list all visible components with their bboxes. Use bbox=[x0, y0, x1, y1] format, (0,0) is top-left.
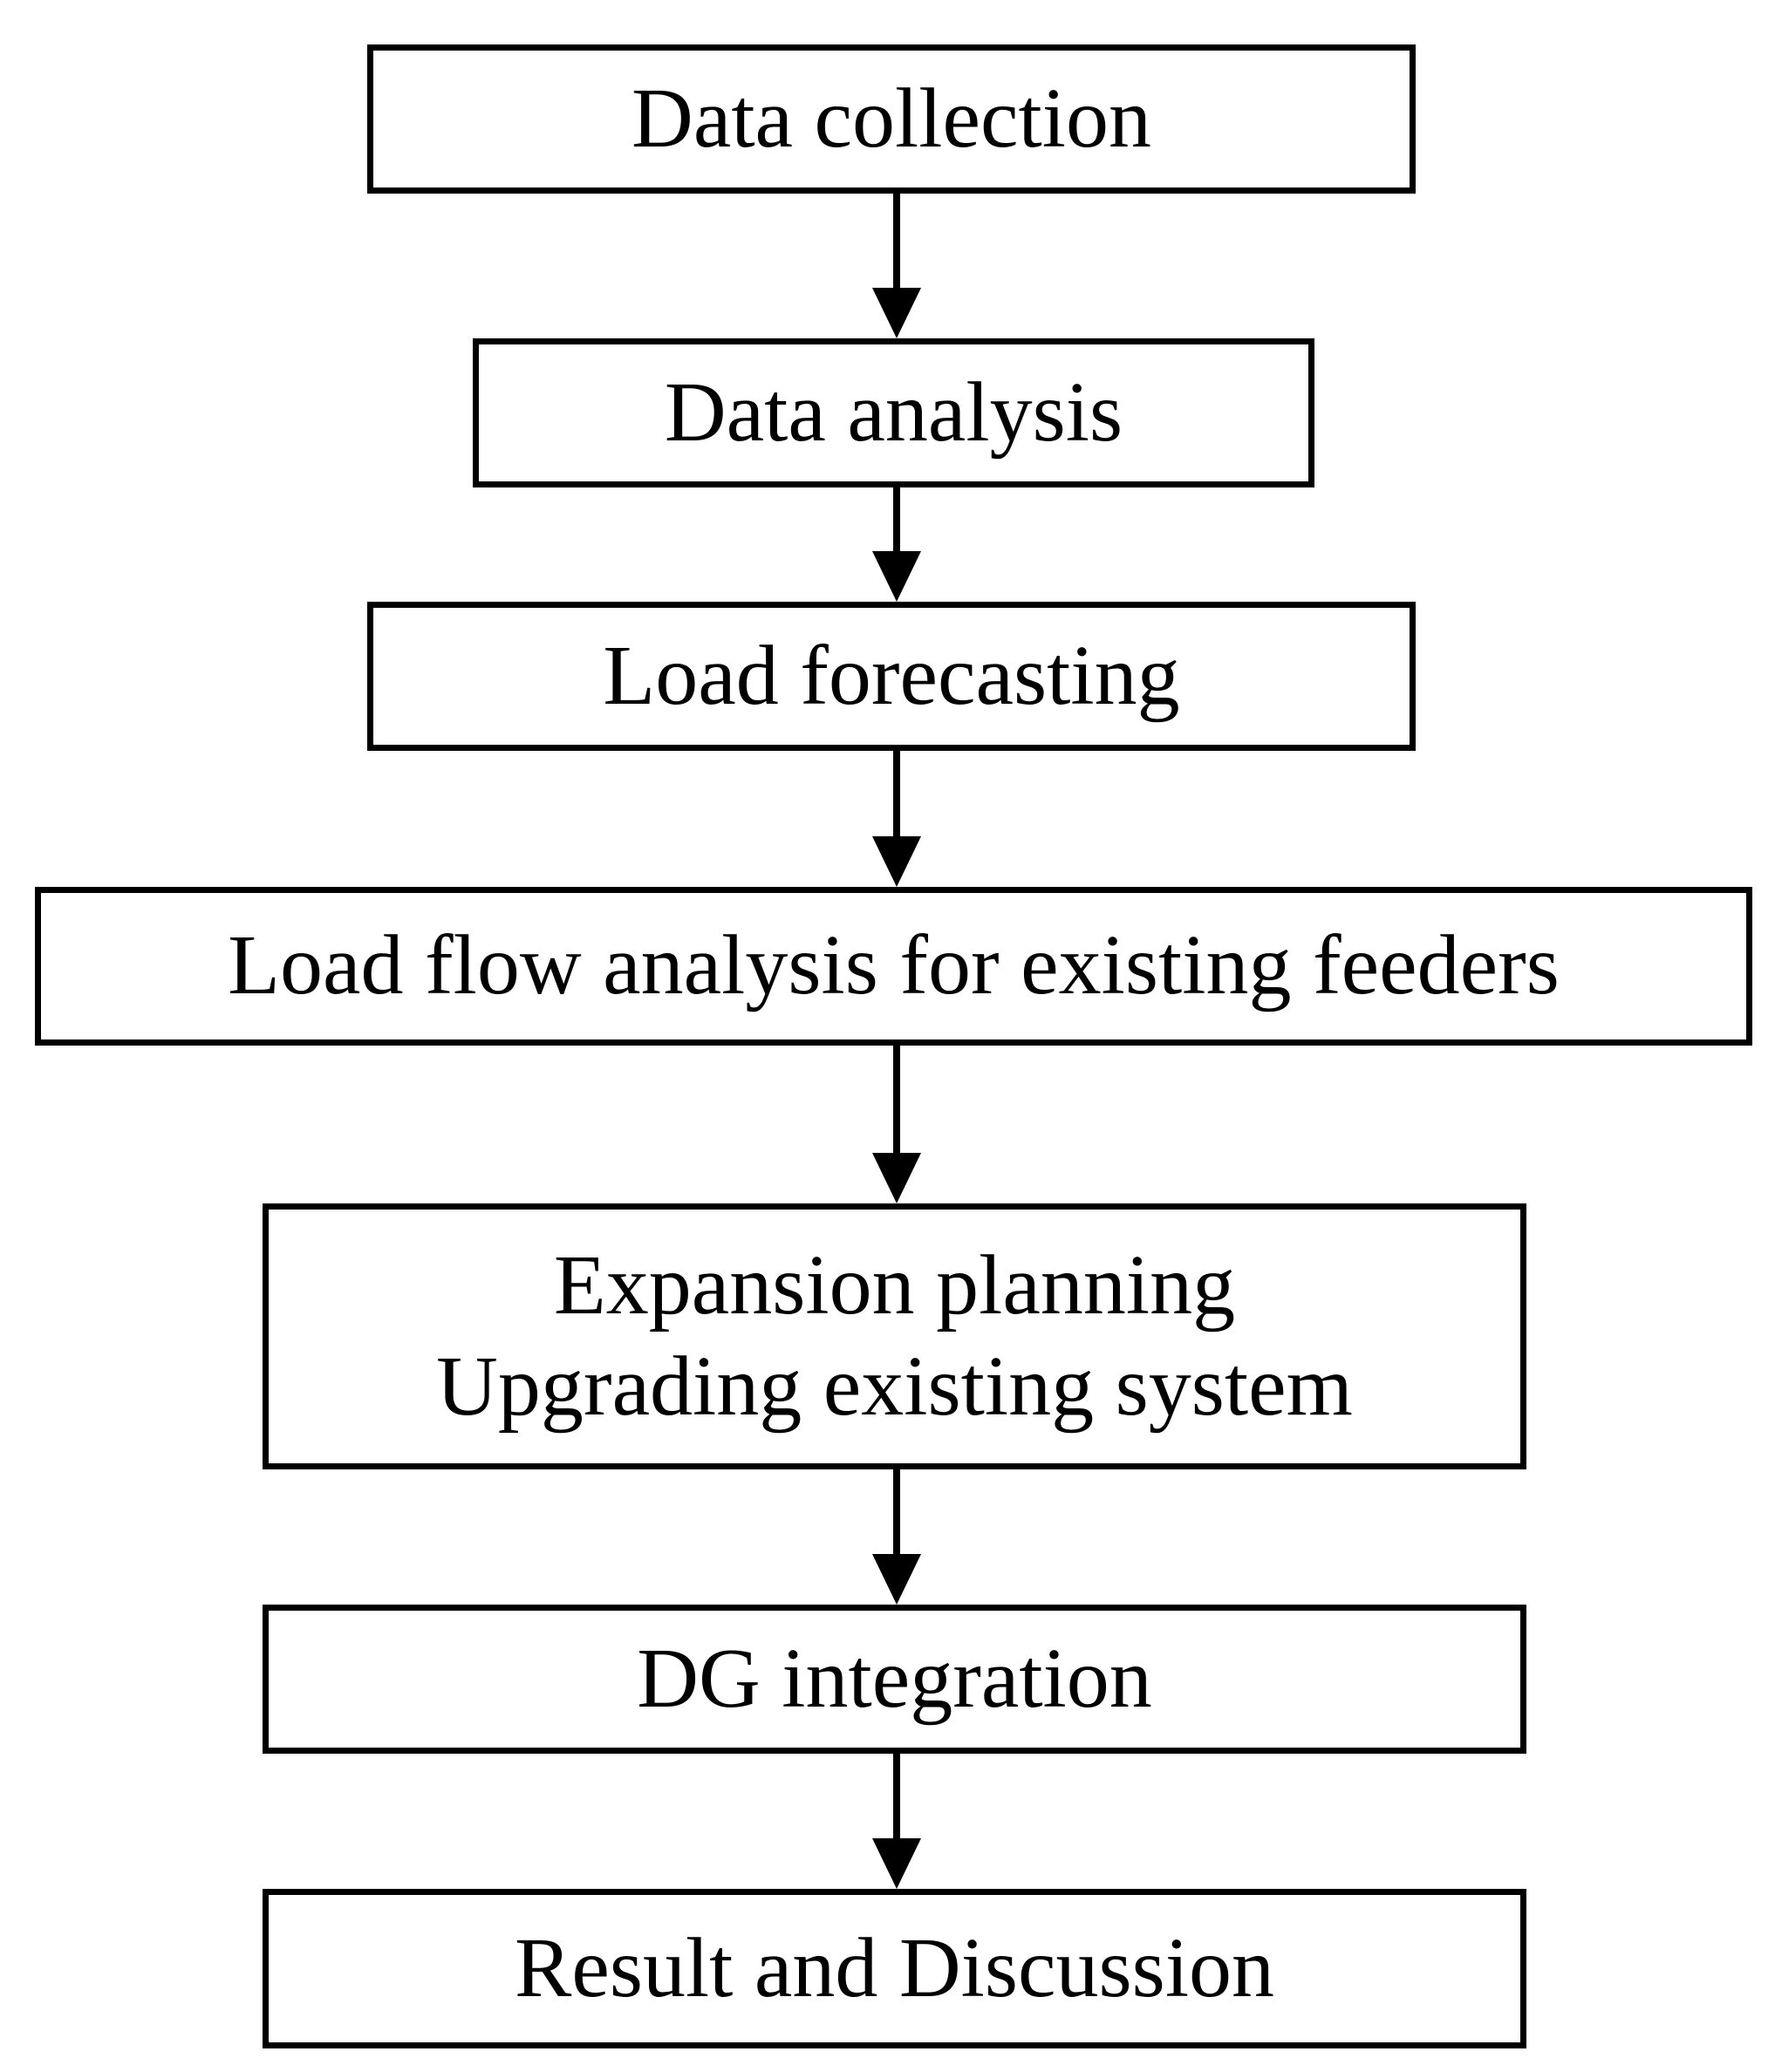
step-load-flow-analysis: Load flow analysis for existing feeders bbox=[35, 887, 1752, 1046]
step-label: Load forecasting bbox=[603, 628, 1180, 723]
step-label-line-1: Expansion planning bbox=[553, 1237, 1236, 1332]
step-expansion-planning: Expansion planning Upgrading existing sy… bbox=[263, 1203, 1526, 1469]
step-label: Load flow analysis for existing feeders bbox=[228, 918, 1560, 1013]
step-result-discussion: Result and Discussion bbox=[263, 1889, 1526, 2048]
step-load-forecasting: Load forecasting bbox=[367, 602, 1416, 751]
step-data-collection: Data collection bbox=[367, 44, 1416, 194]
arrow-data-analysis-to-load-forecasting bbox=[872, 487, 921, 602]
step-label: Data collection bbox=[631, 71, 1151, 166]
step-data-analysis: Data analysis bbox=[473, 338, 1314, 487]
step-label: Data analysis bbox=[664, 365, 1123, 460]
arrow-load-flow-analysis-to-expansion-planning bbox=[872, 1046, 921, 1203]
arrow-expansion-planning-to-dg-integration bbox=[872, 1469, 921, 1605]
step-dg-integration: DG integration bbox=[263, 1605, 1526, 1754]
step-label: Result and Discussion bbox=[514, 1920, 1275, 2015]
step-label-line-2: Upgrading existing system bbox=[436, 1339, 1353, 1434]
step-label: DG integration bbox=[637, 1631, 1152, 1726]
arrow-load-forecasting-to-load-flow-analysis bbox=[872, 751, 921, 887]
arrow-dg-integration-to-result-discussion bbox=[872, 1754, 921, 1889]
arrow-data-collection-to-data-analysis bbox=[872, 194, 921, 338]
